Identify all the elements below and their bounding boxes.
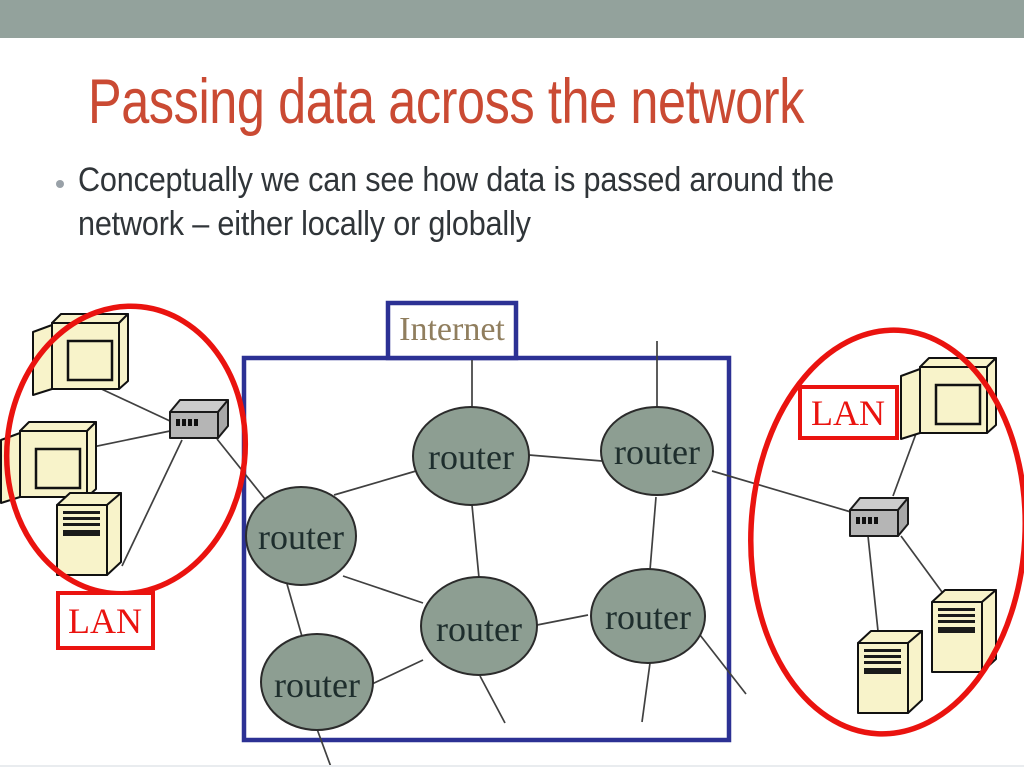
server-icon bbox=[931, 589, 997, 673]
router-label: router bbox=[436, 609, 522, 649]
connection-lines bbox=[82, 341, 943, 767]
link-hub-right-server2 bbox=[900, 535, 943, 593]
router-center: router bbox=[420, 576, 538, 676]
link-monitor3-hub-right bbox=[892, 430, 918, 497]
link-routerF-down bbox=[316, 728, 332, 767]
link-routerD-routerE bbox=[536, 614, 589, 626]
lan-left-label: LAN bbox=[68, 601, 142, 641]
router-mid-left: router bbox=[245, 486, 357, 586]
router-label: router bbox=[258, 517, 344, 557]
link-routerC-routerF bbox=[286, 583, 304, 641]
monitor-icon bbox=[31, 312, 130, 397]
hub-icon bbox=[169, 399, 229, 439]
router-top-center: router bbox=[412, 406, 530, 506]
router-bottom-left: router bbox=[260, 633, 374, 731]
monitor-icon bbox=[899, 356, 998, 441]
slide-top-band bbox=[0, 0, 1024, 38]
link-routerB-hub-right bbox=[711, 470, 852, 513]
lan-right-ellipse bbox=[748, 327, 1024, 737]
link-hub-left-server bbox=[121, 439, 183, 567]
link-monitor2-hub-left bbox=[82, 430, 171, 450]
server-icon bbox=[56, 492, 122, 576]
internet-label-box bbox=[385, 300, 519, 361]
router-label: router bbox=[274, 665, 360, 705]
link-routerD-down bbox=[479, 675, 506, 724]
slide-bottom-edge bbox=[0, 765, 1024, 767]
link-routerA-routerB bbox=[528, 454, 603, 462]
monitor-icon bbox=[0, 420, 98, 505]
internet-label: Internet bbox=[399, 311, 505, 348]
lan-left-labelbox: LAN bbox=[56, 591, 155, 650]
link-hub-right-server1 bbox=[867, 535, 879, 632]
bullet-paragraph: Conceptually we can see how data is pass… bbox=[78, 158, 834, 246]
server-icon bbox=[857, 630, 923, 714]
hub-icon bbox=[849, 497, 909, 537]
link-routerC-routerA bbox=[333, 470, 417, 496]
bullet-line-2: network – either locally or globally bbox=[78, 205, 531, 243]
lan-right-labelbox: LAN bbox=[798, 385, 899, 440]
link-routerC-routerD bbox=[342, 575, 424, 604]
slide-title: Passing data across the network bbox=[88, 67, 804, 137]
bullet-line-1: Conceptually we can see how data is pass… bbox=[78, 161, 834, 199]
router-mid-right: router bbox=[590, 568, 706, 664]
link-routerB-routerE bbox=[649, 496, 657, 571]
router-label: router bbox=[428, 437, 514, 477]
link-routerE-down bbox=[641, 662, 651, 723]
link-routerF-routerD bbox=[371, 659, 424, 685]
lan-right-label: LAN bbox=[811, 393, 885, 433]
router-label: router bbox=[614, 432, 700, 472]
router-top-right: router bbox=[600, 406, 714, 496]
bullet-dot bbox=[56, 180, 64, 188]
link-routerA-routerD bbox=[471, 504, 480, 579]
router-label: router bbox=[605, 597, 691, 637]
link-routerE-out bbox=[699, 634, 747, 695]
link-monitor1-hub-left bbox=[94, 385, 171, 422]
